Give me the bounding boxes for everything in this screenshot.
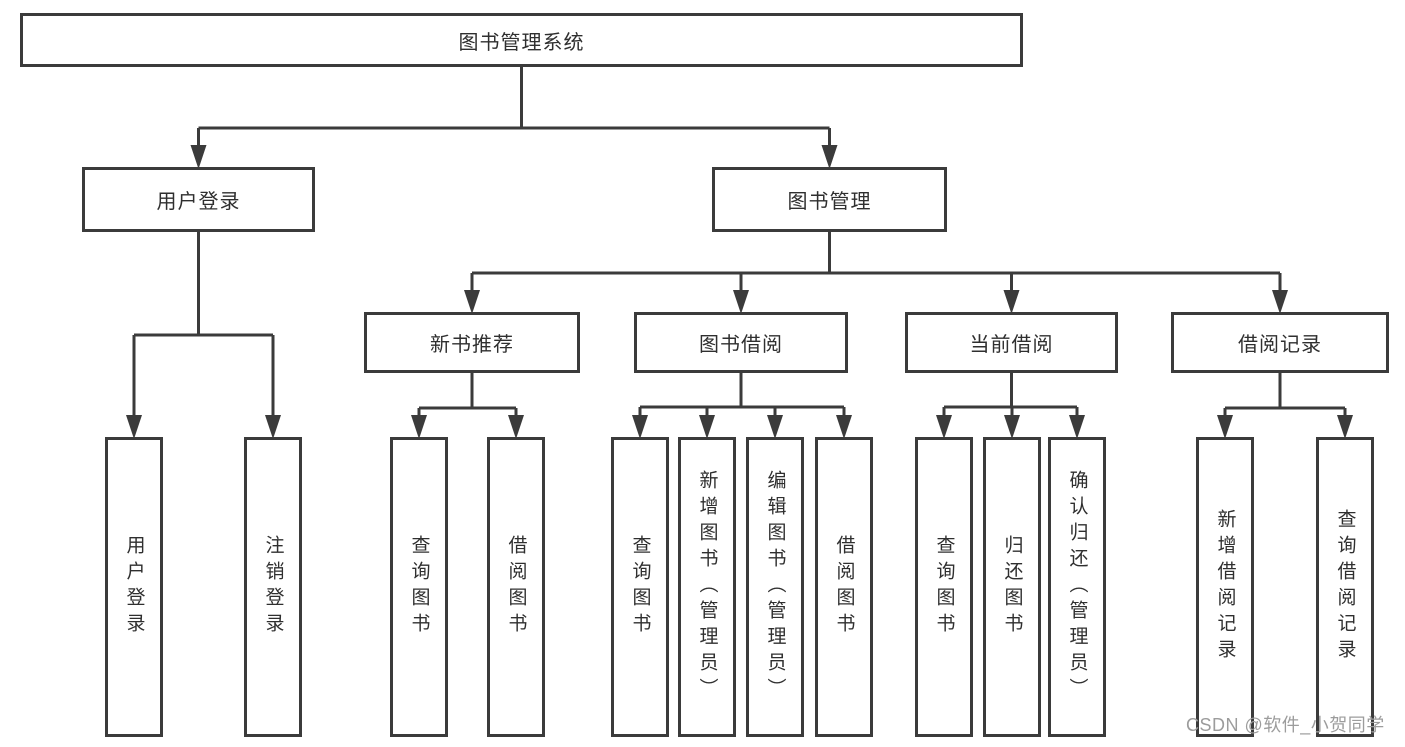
node-leaf-query-borrow-record: 查询借阅记录 — [1316, 437, 1374, 737]
node-leaf-query-books-2: 查询图书 — [611, 437, 669, 737]
node-current-borrowing: 当前借阅 — [905, 312, 1118, 373]
node-leaf-logout: 注销登录 — [244, 437, 302, 737]
node-leaf-add-books-admin: 新增图书（管理员） — [678, 437, 736, 737]
node-library-management-system: 图书管理系统 — [20, 13, 1023, 67]
node-leaf-edit-books-admin: 编辑图书（管理员） — [746, 437, 804, 737]
node-new-book-recommend: 新书推荐 — [364, 312, 580, 373]
node-borrowing-records: 借阅记录 — [1171, 312, 1389, 373]
node-leaf-query-books-1: 查询图书 — [390, 437, 448, 737]
node-leaf-query-books-3: 查询图书 — [915, 437, 973, 737]
node-leaf-user-login: 用户登录 — [105, 437, 163, 737]
node-leaf-add-borrow-record: 新增借阅记录 — [1196, 437, 1254, 737]
node-leaf-borrow-books-1: 借阅图书 — [487, 437, 545, 737]
node-leaf-borrow-books-2: 借阅图书 — [815, 437, 873, 737]
node-book-management: 图书管理 — [712, 167, 947, 232]
node-leaf-return-books: 归还图书 — [983, 437, 1041, 737]
node-leaf-confirm-return-admin: 确认归还（管理员） — [1048, 437, 1106, 737]
node-book-borrowing: 图书借阅 — [634, 312, 848, 373]
node-user-login: 用户登录 — [82, 167, 315, 232]
watermark: CSDN @软件_小贺同学 — [1186, 715, 1385, 735]
